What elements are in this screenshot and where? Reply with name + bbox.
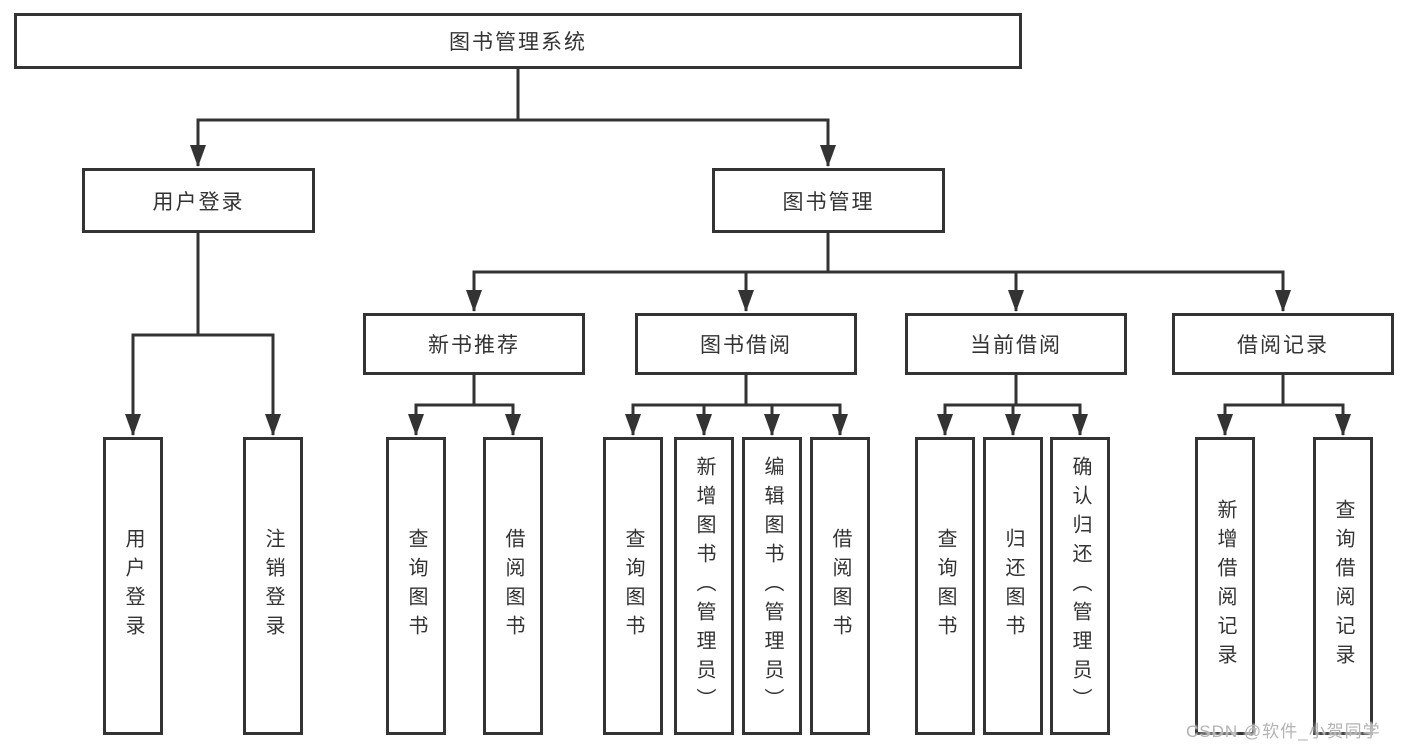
node-book-management: 图书管理: [712, 168, 945, 233]
node-user-login: 用户登录: [82, 168, 315, 233]
leaf-bb-query-books: 查询图书: [603, 437, 663, 735]
connector-group: [125, 69, 1351, 436]
leaf-cb-return-books: 归还图书: [983, 437, 1043, 735]
leaf-nb-borrow-books: 借阅图书: [483, 437, 543, 735]
node-borrow-records: 借阅记录: [1172, 313, 1394, 375]
node-new-book-recommend: 新书推荐: [363, 313, 585, 375]
leaf-bb-add-books-admin: 新增图书（管理员）: [674, 437, 734, 735]
leaf-bb-borrow-books: 借阅图书: [810, 437, 870, 735]
leaf-cb-confirm-return-admin: 确认归还（管理员）: [1050, 437, 1110, 735]
leaf-bb-edit-books-admin: 编辑图书（管理员）: [742, 437, 802, 735]
node-book-borrow: 图书借阅: [635, 313, 857, 375]
leaf-br-query-record: 查询借阅记录: [1313, 437, 1373, 735]
leaf-nb-query-books: 查询图书: [386, 437, 446, 735]
node-root: 图书管理系统: [14, 13, 1022, 69]
leaf-cb-query-books: 查询图书: [915, 437, 975, 735]
leaf-user-login: 用户登录: [103, 437, 163, 735]
leaf-logout: 注销登录: [243, 437, 303, 735]
node-current-borrow: 当前借阅: [905, 313, 1127, 375]
watermark: CSDN @软件_小贺同学: [1186, 722, 1381, 741]
leaf-br-add-record: 新增借阅记录: [1195, 437, 1255, 735]
